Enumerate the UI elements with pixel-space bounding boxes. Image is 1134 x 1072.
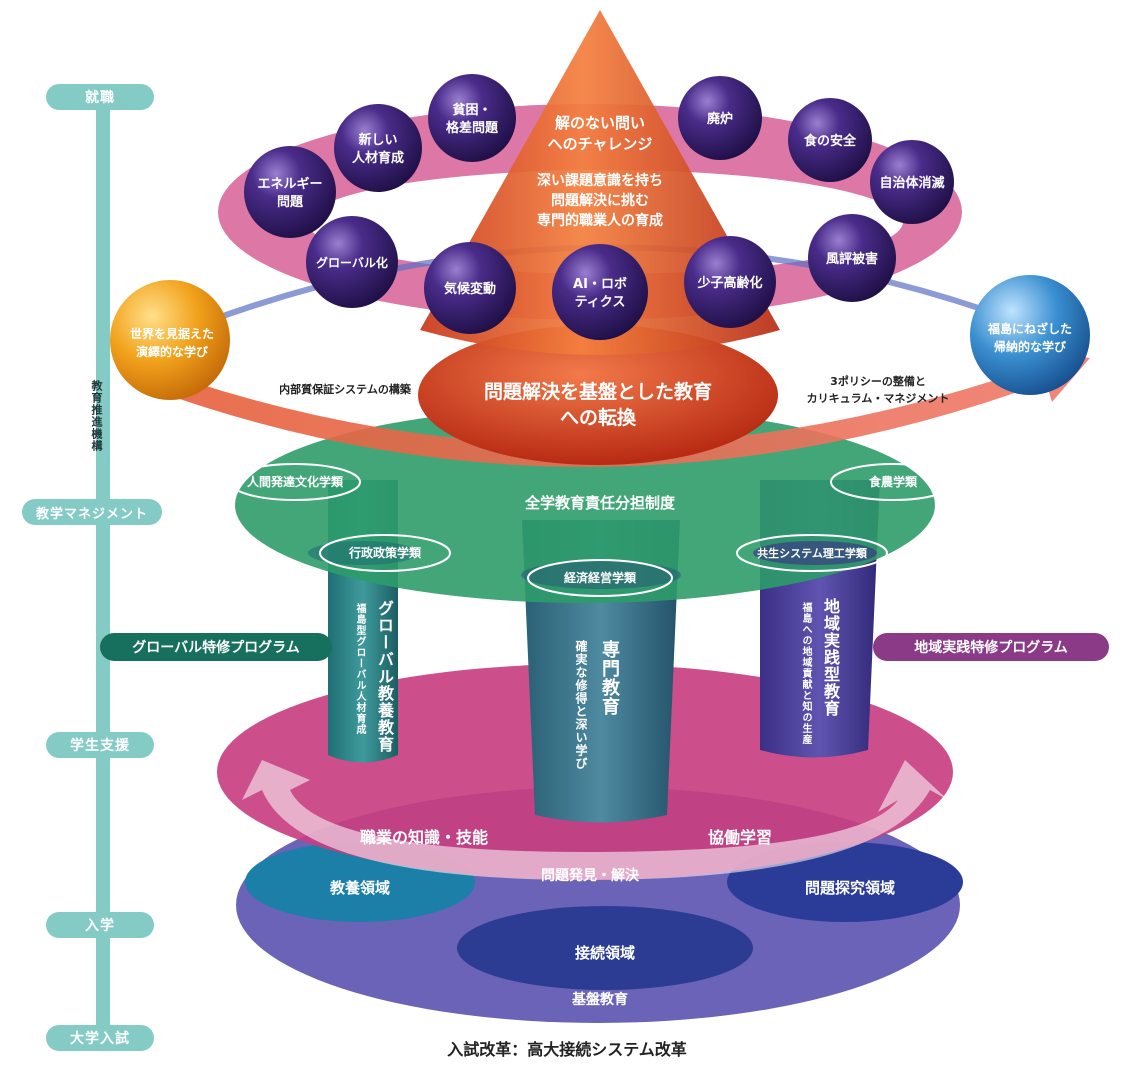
cone-mid-line3: 専門的職業人の育成 bbox=[537, 212, 663, 229]
timeline-axis-label: 教育推進機構 bbox=[90, 380, 103, 452]
base-right-label: 問題探究領域 bbox=[805, 879, 895, 897]
base-center-region bbox=[457, 906, 753, 990]
annotation-right-line2: カリキュラム・マネジメント bbox=[807, 392, 950, 405]
program-chiiki-tag: 地域実践特修プログラム bbox=[873, 633, 1109, 661]
faculty-gyosei: 行政政策学類 bbox=[348, 545, 422, 560]
cone-top-line2: へのチャレンジ bbox=[548, 135, 653, 153]
sphere-left-line1: 世界を見据えた bbox=[130, 326, 214, 341]
issue-label-energy-0: エネルギー bbox=[257, 176, 322, 192]
pillar-right-sub: 福島への地域貢献と知の生産 bbox=[800, 602, 811, 745]
green-disc-title: 全学教育責任分担制度 bbox=[524, 494, 676, 512]
issue-label-jinzai-0: 新しい bbox=[358, 132, 397, 148]
faculty-oval-ningen bbox=[229, 463, 361, 501]
pillar-center-title: 専門教育 bbox=[599, 640, 620, 716]
timeline-label-nyugaku: 入学 bbox=[46, 912, 154, 938]
pillar-right-title: 地域実践型教育 bbox=[821, 598, 840, 717]
faculty-oval-shokuno bbox=[830, 463, 956, 501]
issue-sphere-shoku bbox=[788, 98, 872, 182]
annotation-right-line1: 3ポリシーの整備と bbox=[830, 374, 926, 388]
pillar-center-top bbox=[521, 561, 681, 589]
timeline-label-kyogaku: 教学マネジメント bbox=[22, 499, 162, 525]
issue-label-jichitai-0: 自治体消滅 bbox=[879, 175, 944, 191]
magenta-right-label: 協働学習 bbox=[708, 828, 772, 847]
curved-white-arrow bbox=[242, 760, 948, 880]
issue-label-hinkon-0: 貧困・ bbox=[452, 102, 491, 118]
issue-label-hairo-0: 廃炉 bbox=[706, 111, 733, 127]
cone-base-line1: 問題解決を基盤とした教育 bbox=[484, 380, 712, 403]
sphere-left-line2: 演繹的な学び bbox=[136, 344, 209, 359]
issue-sphere-shoshi bbox=[684, 236, 776, 328]
timeline-axis bbox=[96, 95, 110, 1040]
pillar-left-top bbox=[308, 541, 418, 565]
issue-label-kiko-0: 気候変動 bbox=[444, 281, 496, 297]
cone-mid-line1: 深い課題意識を持ち bbox=[537, 172, 663, 189]
base-left-label: 教養領域 bbox=[329, 879, 390, 897]
issue-sphere-jichitai bbox=[870, 140, 954, 224]
magenta-bottom-label: 問題発見・解決 bbox=[541, 867, 640, 884]
sphere-left bbox=[110, 280, 230, 400]
pillar-left-sub: 福島型グローバル人材育成 bbox=[354, 603, 365, 735]
issue-label-shoshi-0: 少子高齢化 bbox=[696, 275, 762, 291]
base-bottom-label: 基盤教育 bbox=[572, 991, 628, 1008]
faculty-oval-kyosei bbox=[736, 534, 888, 572]
issue-sphere-ai bbox=[552, 244, 648, 340]
cone-base bbox=[418, 325, 778, 465]
issue-label-energy-1: 問題 bbox=[277, 195, 304, 210]
sphere-right bbox=[970, 275, 1090, 395]
magenta-left-label: 職業の知識・技能 bbox=[360, 828, 488, 847]
issue-sphere-fuhyo bbox=[808, 214, 896, 302]
sphere-right-line2: 帰納的な学び bbox=[994, 339, 1067, 354]
issue-label-global-0: グローバル化 bbox=[316, 255, 388, 270]
cone-top-line1: 解のない問い bbox=[555, 114, 645, 132]
program-global-tag: グローバル特修プログラム bbox=[100, 633, 332, 661]
issue-label-shoku-0: 食の安全 bbox=[804, 133, 857, 149]
annotation-left: 内部質保証システムの構築 bbox=[279, 382, 412, 396]
pillar-left-title: グローバル教養教育 bbox=[375, 600, 394, 753]
faculty-ningen: 人間発達文化学類 bbox=[247, 474, 344, 489]
timeline-label-nyushi: 大学入試 bbox=[46, 1025, 154, 1051]
faculty-oval-gyosei bbox=[319, 534, 451, 572]
issue-sphere-jinzai bbox=[334, 104, 422, 192]
faculty-shokuno: 食農学類 bbox=[868, 474, 918, 489]
issue-label-fuhyo-0: 風評被害 bbox=[826, 251, 878, 267]
footer-caption: 入試改革：高大接続システム改革 bbox=[447, 1040, 687, 1059]
red-arc-arrow bbox=[168, 350, 1090, 467]
timeline-label-shushoku: 就職 bbox=[46, 84, 154, 110]
cone-base-line2: への転換 bbox=[560, 406, 637, 429]
issue-sphere-global bbox=[306, 216, 398, 308]
pillar-center-sub: 確実な修得と深い学び bbox=[574, 640, 588, 770]
issue-label-ai-1: ティクス bbox=[575, 295, 626, 310]
issue-sphere-energy bbox=[244, 146, 336, 238]
issue-label-hinkon-1: 格差問題 bbox=[446, 120, 499, 136]
faculty-kyosei: 共生システム理工学類 bbox=[757, 546, 868, 560]
sphere-right-line1: 福島にねざした bbox=[987, 321, 1072, 336]
issue-sphere-kiko bbox=[424, 242, 516, 334]
faculty-keizai: 経済経営学類 bbox=[564, 570, 637, 585]
issue-sphere-hinkon bbox=[428, 74, 516, 162]
issue-sphere-hairo bbox=[678, 76, 762, 160]
pillar-right-top bbox=[753, 541, 877, 565]
faculty-oval-keizai bbox=[527, 559, 673, 597]
issue-label-ai-0: AI・ロボ bbox=[573, 276, 627, 292]
cone-mid-line2: 問題解決に挑む bbox=[551, 192, 649, 209]
issue-label-jinzai-1: 人材育成 bbox=[352, 150, 404, 166]
timeline-label-gakusei: 学生支援 bbox=[46, 732, 154, 758]
base-center-label: 接続領域 bbox=[575, 944, 635, 962]
